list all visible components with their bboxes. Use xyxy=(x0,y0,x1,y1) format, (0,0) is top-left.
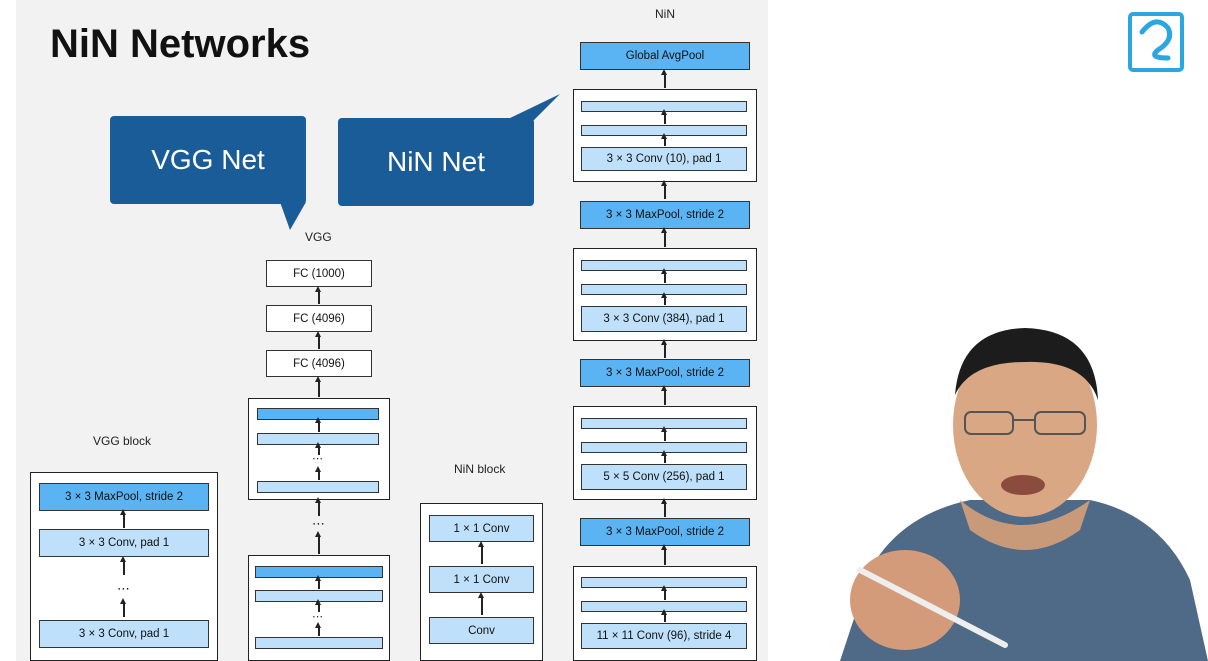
arrow xyxy=(315,599,321,612)
nin-conv10: 3 × 3 Conv (10), pad 1 xyxy=(581,147,747,171)
arrow xyxy=(661,227,667,247)
arrow xyxy=(315,466,321,480)
arrow xyxy=(315,331,321,349)
arrow xyxy=(661,69,667,88)
arrow xyxy=(661,585,667,600)
vgg-block-label: VGG block xyxy=(93,434,152,448)
nin-block-conv: Conv xyxy=(429,617,534,644)
arrow xyxy=(478,592,484,615)
callout-nin-net-text: NiN Net xyxy=(386,146,485,177)
arrow xyxy=(661,385,667,405)
nin-maxpool-2: 3 × 3 MaxPool, stride 2 xyxy=(580,359,750,387)
bilibili-logo-icon xyxy=(1128,12,1184,72)
arrow xyxy=(315,286,321,304)
arrow xyxy=(661,609,667,622)
slide-title: NiN Networks xyxy=(50,22,311,66)
nin-block-conv1x1-top: 1 × 1 Conv xyxy=(429,515,534,542)
arrow xyxy=(120,509,126,528)
vgg-upper-conv-bar-bottom xyxy=(257,481,379,493)
vgg-upper-dots: ⋯ xyxy=(312,453,323,465)
nin-block-label: NiN block xyxy=(454,462,506,476)
nin-global-avgpool: Global AvgPool xyxy=(580,42,750,70)
vgg-block-conv-bottom: 3 × 3 Conv, pad 1 xyxy=(39,620,209,648)
arrow xyxy=(661,292,667,305)
vgg-middle-dots: ⋯ xyxy=(312,516,325,531)
arrow xyxy=(661,426,667,441)
arrow xyxy=(661,133,667,146)
arrow xyxy=(315,376,321,397)
arrow xyxy=(661,544,667,565)
arrow xyxy=(315,622,321,636)
nin-conv384: 3 × 3 Conv (384), pad 1 xyxy=(581,306,747,332)
arrow xyxy=(315,442,321,455)
arrow xyxy=(120,598,126,617)
nin-label: NiN xyxy=(655,7,675,21)
vgg-block-conv-top: 3 × 3 Conv, pad 1 xyxy=(39,529,209,557)
arrow xyxy=(661,109,667,124)
nin-block-conv1x1-bottom: 1 × 1 Conv xyxy=(429,566,534,593)
nin-conv256: 5 × 5 Conv (256), pad 1 xyxy=(581,464,747,490)
arrow xyxy=(661,339,667,358)
nin-maxpool-1: 3 × 3 MaxPool, stride 2 xyxy=(580,518,750,546)
arrow xyxy=(661,450,667,463)
vgg-lower-dots: ⋯ xyxy=(312,611,323,623)
vgg-block-maxpool: 3 × 3 MaxPool, stride 2 xyxy=(39,483,209,511)
callout-vgg-tail xyxy=(280,202,306,230)
callout-vgg-net-text: VGG Net xyxy=(151,144,265,175)
callout-vgg-net: VGG Net xyxy=(110,116,306,204)
arrow xyxy=(315,575,321,589)
arrow xyxy=(315,497,321,516)
arrow xyxy=(661,180,667,199)
arrow xyxy=(661,498,667,517)
vgg-fc1000: FC (1000) xyxy=(266,260,372,287)
callout-nin-tail xyxy=(506,94,560,120)
arrow xyxy=(315,417,321,432)
nin-maxpool-3: 3 × 3 MaxPool, stride 2 xyxy=(580,201,750,229)
vgg-lower-conv-bar-bottom xyxy=(255,637,383,649)
arrow xyxy=(120,556,126,575)
callout-nin-net: NiN Net xyxy=(338,118,534,206)
vgg-block-dots: ⋯ xyxy=(117,581,130,596)
vgg-fc4096-top: FC (4096) xyxy=(266,305,372,332)
nin-conv96: 11 × 11 Conv (96), stride 4 xyxy=(581,623,747,649)
vgg-label: VGG xyxy=(305,230,332,244)
arrow xyxy=(478,541,484,564)
vgg-fc4096-bottom: FC (4096) xyxy=(266,350,372,377)
arrow xyxy=(315,531,321,554)
arrow xyxy=(661,268,667,283)
presenter-video xyxy=(840,328,1208,661)
